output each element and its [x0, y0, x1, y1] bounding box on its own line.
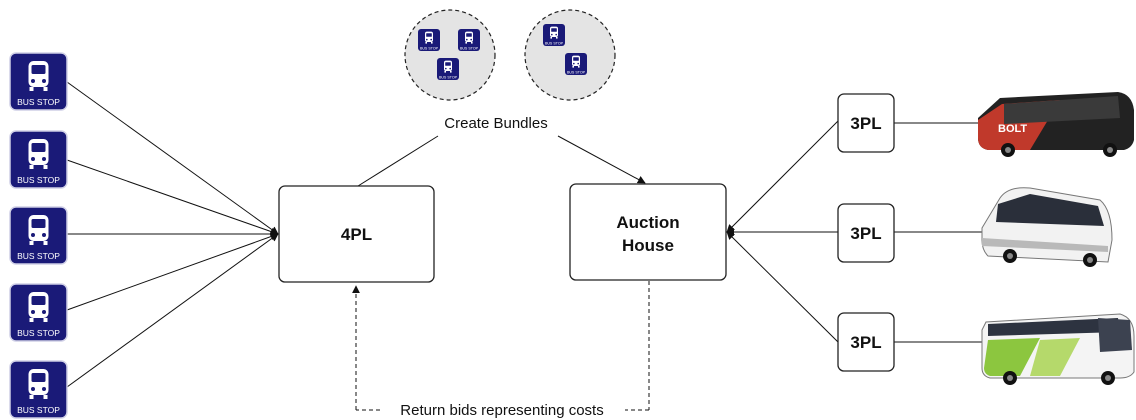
bundle-circle-2: BUS STOP BUS STOP — [524, 9, 616, 101]
bus-stop-5: BUS STOP — [9, 360, 68, 419]
connector-stop-5 — [66, 233, 279, 388]
bolt-logo: BOLT — [998, 123, 1027, 135]
auction-house-label-line1: Auction — [616, 213, 679, 232]
coach-bus-green-image — [981, 313, 1135, 385]
bundle-circle-1: BUS STOP BUS STOP BUS STOP — [404, 9, 496, 101]
4pl-label: 4PL — [341, 225, 372, 244]
connector-3pl-3 — [726, 231, 839, 343]
3pl-label: 3PL — [850, 114, 881, 133]
bus-stop-label: BUS STOP — [17, 97, 60, 107]
bundle-bus-stop-icon: BUS STOP — [458, 29, 480, 51]
3pl-box-3: 3PL — [837, 312, 895, 372]
return-bids-label: Return bids representing costs — [400, 402, 603, 419]
coach-bus-white-image — [981, 187, 1113, 267]
svg-text:BUS STOP: BUS STOP — [420, 47, 439, 51]
3pl-label: 3PL — [850, 333, 881, 352]
svg-text:BUS STOP: BUS STOP — [439, 76, 458, 80]
carrier-connectors — [726, 120, 982, 343]
coach-bus-red-image: BOLT — [978, 92, 1134, 157]
bus-stop-4: BUS STOP — [9, 283, 68, 342]
connector-stop-2 — [66, 159, 279, 236]
auction-house-box: Auction House — [569, 183, 727, 281]
svg-text:BUS STOP: BUS STOP — [460, 47, 479, 51]
svg-text:BUS STOP: BUS STOP — [545, 42, 564, 46]
connector-3pl-1 — [726, 120, 839, 233]
bundle-bus-stop-icon: BUS STOP — [565, 53, 587, 75]
connector-stop-4 — [66, 232, 279, 311]
return-bids-path — [352, 281, 650, 411]
stop-connectors — [66, 81, 279, 388]
bus-stop-1: BUS STOP — [9, 52, 68, 111]
bundle-bus-stop-icon: BUS STOP — [543, 24, 565, 46]
bundle-bus-stop-icon: BUS STOP — [418, 29, 440, 51]
connector-bundles-auction — [557, 135, 646, 184]
4pl-box: 4PL — [278, 185, 435, 283]
connector-stop-1 — [66, 81, 279, 235]
bus-stop-label: BUS STOP — [17, 328, 60, 338]
bus-stop-label: BUS STOP — [17, 175, 60, 185]
bus-stop-label: BUS STOP — [17, 405, 60, 415]
bus-stop-label: BUS STOP — [17, 251, 60, 261]
bus-stop-3: BUS STOP — [9, 206, 68, 265]
bundle-bus-stop-icon: BUS STOP — [437, 58, 459, 80]
bus-stop-2: BUS STOP — [9, 130, 68, 189]
3pl-box-1: 3PL — [837, 93, 895, 153]
3pl-label: 3PL — [850, 224, 881, 243]
connector-4pl-bundles — [357, 135, 439, 187]
svg-text:BUS STOP: BUS STOP — [567, 71, 586, 75]
auction-house-label-line2: House — [622, 236, 674, 255]
create-bundles-label: Create Bundles — [444, 115, 547, 132]
3pl-box-2: 3PL — [837, 203, 895, 263]
